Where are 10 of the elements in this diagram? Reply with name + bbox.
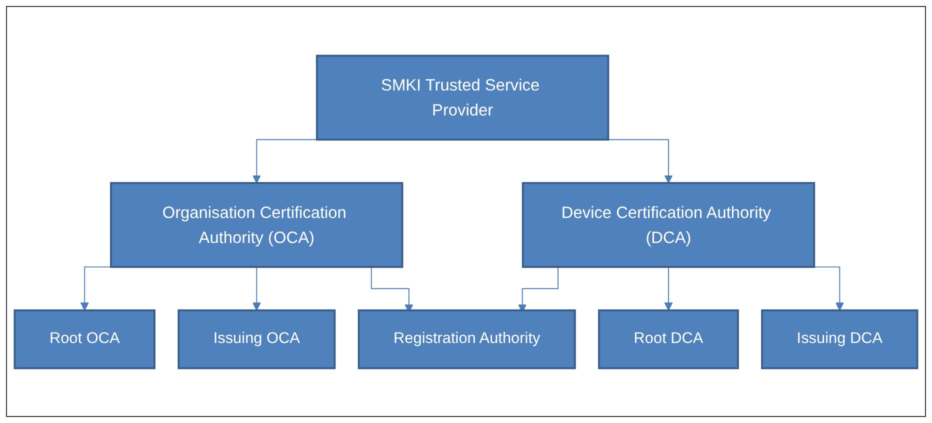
arrow (252, 266, 261, 310)
node-box: Registration Authority (358, 308, 576, 369)
arrow (664, 266, 673, 310)
node-box: Root DCA (598, 308, 739, 369)
node-box: Organisation Certification Authority (OCA) (110, 182, 404, 268)
node-box: Device Certification Authority (DCA) (522, 182, 816, 268)
node-box: Issuing DCA (761, 308, 918, 369)
node-box: Root OCA (14, 308, 156, 369)
node-box: SMKI Trusted Service Provider (316, 54, 610, 140)
node-box: Issuing OCA (178, 308, 336, 369)
